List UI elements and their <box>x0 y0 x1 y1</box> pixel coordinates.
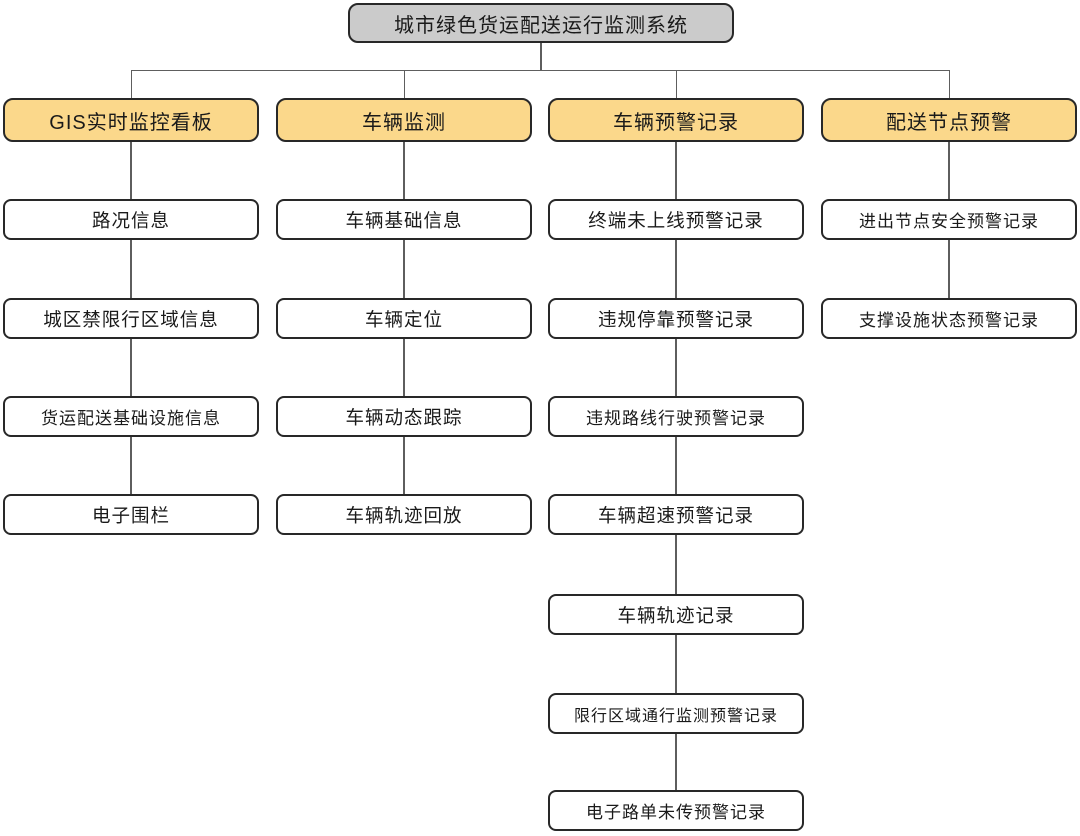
node-vehicle-track-record: 车辆轨迹记录 <box>548 594 804 635</box>
connector-drop-col4 <box>948 70 950 99</box>
node-freight-infrastructure-info: 货运配送基础设施信息 <box>3 396 259 437</box>
connector-horizontal-rail <box>130 70 949 72</box>
node-electronic-fence: 电子围栏 <box>3 494 259 535</box>
node-road-condition-info: 路况信息 <box>3 199 259 240</box>
connector-root-trunk <box>539 42 542 71</box>
connector-drop-col1 <box>130 70 132 99</box>
root-node-system-title: 城市绿色货运配送运行监测系统 <box>348 3 734 43</box>
node-vehicle-dynamic-tracking: 车辆动态跟踪 <box>276 396 532 437</box>
node-support-facility-status-warning: 支撑设施状态预警记录 <box>821 298 1077 339</box>
header-vehicle-monitoring: 车辆监测 <box>276 98 532 142</box>
node-illegal-route-warning: 违规路线行驶预警记录 <box>548 396 804 437</box>
node-node-access-safety-warning: 进出节点安全预警记录 <box>821 199 1077 240</box>
connector-drop-col3 <box>675 70 677 99</box>
connector-drop-col2 <box>403 70 405 99</box>
header-delivery-node-warning: 配送节点预警 <box>821 98 1077 142</box>
connector-spine-col3 <box>675 140 677 796</box>
node-restricted-zone-info: 城区禁限行区域信息 <box>3 298 259 339</box>
node-overspeed-warning: 车辆超速预警记录 <box>548 494 804 535</box>
header-vehicle-warning-records: 车辆预警记录 <box>548 98 804 142</box>
header-gis-monitor-board: GIS实时监控看板 <box>3 98 259 142</box>
node-ewaybill-missing-warning: 电子路单未传预警记录 <box>548 790 804 831</box>
node-terminal-offline-warning: 终端未上线预警记录 <box>548 199 804 240</box>
node-vehicle-positioning: 车辆定位 <box>276 298 532 339</box>
node-restricted-area-pass-warning: 限行区域通行监测预警记录 <box>548 693 804 734</box>
node-vehicle-basic-info: 车辆基础信息 <box>276 199 532 240</box>
node-illegal-parking-warning: 违规停靠预警记录 <box>548 298 804 339</box>
node-vehicle-track-playback: 车辆轨迹回放 <box>276 494 532 535</box>
